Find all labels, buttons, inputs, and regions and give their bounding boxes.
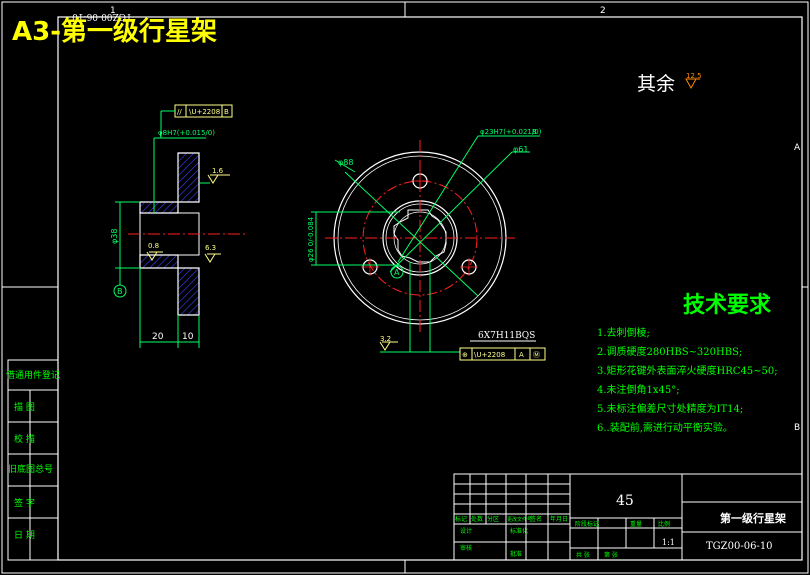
tb-review-label: 审核 xyxy=(460,544,472,552)
front-view: φ88 φ61 φ23H7(+0.021/0) B φ26 0/-0.084 A… xyxy=(307,128,546,361)
left-strip-box xyxy=(7,359,59,561)
tb-row-label: 分区 xyxy=(487,515,499,523)
dim-61-label: φ61 xyxy=(513,145,528,154)
tech-item: 3.矩形花键外表面淬火硬度HRC45~50; xyxy=(597,364,778,377)
datum-b-label: B xyxy=(117,287,123,296)
bore-dim-label: φ8H7(+0.015/0) xyxy=(158,129,215,137)
front-tol-symbol: ⊕ xyxy=(462,351,468,359)
title-block xyxy=(453,473,803,561)
dim-height-label: φ38 xyxy=(110,229,119,244)
roughness-symbol-right: 6.3 xyxy=(204,244,221,263)
roughness-symbol-mid: 0.8 xyxy=(146,242,163,261)
front-tol-modifier: Ⓜ xyxy=(533,351,540,359)
strip-label: 旧底图总号 xyxy=(8,463,53,475)
tech-item: 2.调质硬度280HBS~320HBS; xyxy=(597,345,742,358)
title-block-frame xyxy=(453,473,803,561)
roughness-symbol-general xyxy=(685,78,700,90)
spline-profile xyxy=(393,209,447,263)
roughness-top-value: 1.6 xyxy=(212,167,224,175)
pin-hole-centermarks xyxy=(361,172,478,276)
roughness-symbol-spline xyxy=(379,341,398,351)
tech-item: 6..装配前,需进行动平衡实验。 xyxy=(597,421,733,434)
tb-sheet-label: 第 张 xyxy=(604,551,618,559)
tech-requirements: 技术要求 1.去刺倒棱; 2.调质硬度280HBS~320HBS; 3.矩形花键… xyxy=(597,292,778,434)
dim-61-leader xyxy=(389,151,513,273)
tb-material: 45 xyxy=(616,493,634,509)
strip-label: 校 描 xyxy=(14,433,35,445)
tb-review-label: 批准 xyxy=(510,550,522,558)
tech-heading: 技术要求 xyxy=(683,292,771,318)
strip-label: 借通用件登记 xyxy=(6,369,60,381)
datum-b-circle xyxy=(113,284,127,298)
tb-scale: 1:1 xyxy=(662,538,675,547)
zone-label-b: B xyxy=(794,423,800,433)
dim-88-label: φ88 xyxy=(338,158,353,167)
tb-part-name: 第一级行星架 xyxy=(720,511,786,525)
datum-a-label: A xyxy=(394,268,400,277)
tech-item: 5.未标注偏差尺寸处精度为IT14; xyxy=(597,402,743,415)
roughness-right-value: 6.3 xyxy=(205,244,216,252)
tb-row-label: 年月日 xyxy=(550,515,568,523)
dim-23-datum: B xyxy=(532,128,537,136)
surface-note-text: 其余 xyxy=(637,73,675,95)
datum-a-circle xyxy=(390,265,404,279)
left-strip xyxy=(7,359,59,561)
roughness-mid-value: 0.8 xyxy=(148,242,159,250)
tb-row-label: 签名 xyxy=(530,515,542,523)
tb-row-label: 处数 xyxy=(471,515,483,523)
dim-10-label: 10 xyxy=(182,332,194,342)
tb-row-label: 更改文件号 xyxy=(507,516,532,523)
zone-label-2: 2 xyxy=(600,6,606,16)
dim-23-label: φ23H7(+0.021/0) xyxy=(480,128,542,136)
tb-stage-label: 阶段标记 xyxy=(575,520,599,528)
dim-20-label: 20 xyxy=(152,332,164,342)
section-lower-hatch xyxy=(139,254,200,316)
tolerance-frame-front xyxy=(459,347,546,361)
roughness-spline-value: 3.2 xyxy=(380,335,391,343)
section-upper-hatch xyxy=(139,152,200,214)
tolerance-symbol: // xyxy=(177,108,182,116)
dim-88-leader xyxy=(344,171,479,297)
tolerance-datum: B xyxy=(224,108,229,116)
dim-23-leader xyxy=(397,135,479,263)
left-section-view: φ38 20 10 φ8H7(+0.015/0) // \U+2208 B 1.… xyxy=(110,104,245,348)
strip-label: 日 期 xyxy=(14,530,35,541)
dim-88-tail xyxy=(334,159,356,173)
spline-spec: 6X7H11BQS xyxy=(478,331,535,341)
tb-sheet-label: 共 张 xyxy=(576,551,590,559)
tb-stage-label: 比例 xyxy=(658,520,670,528)
tb-drawing-no: TGZ00-06-10 xyxy=(706,541,773,552)
front-tol-datum: A xyxy=(519,351,524,359)
dim-vertical-label: φ26 0/-0.084 xyxy=(307,216,315,262)
tb-row-label: 标记 xyxy=(455,515,467,523)
tb-design-label: 标准化 xyxy=(510,527,528,535)
tech-item: 4.未注倒角1x45°; xyxy=(597,383,680,396)
title-underlay-code: TGZ00-06-10 xyxy=(72,11,132,21)
tb-stage-label: 重量 xyxy=(630,520,642,528)
surface-note-roughness: 12.5 xyxy=(686,72,702,80)
strip-label: 签 字 xyxy=(14,497,35,509)
tolerance-value: \U+2208 xyxy=(189,108,220,116)
strip-label: 描 图 xyxy=(14,401,35,413)
drawing-title: A3-第一级行星架 xyxy=(12,16,217,47)
zone-label-a: A xyxy=(794,143,801,153)
tb-design-label: 设计 xyxy=(460,527,472,535)
tech-item: 1.去刺倒棱; xyxy=(597,326,650,339)
zone-label-1: 1 xyxy=(110,6,116,16)
inner-frame xyxy=(57,16,803,561)
front-tol-value: \U+2208 xyxy=(474,351,505,359)
roughness-symbol-top: 1.6 xyxy=(199,167,230,184)
